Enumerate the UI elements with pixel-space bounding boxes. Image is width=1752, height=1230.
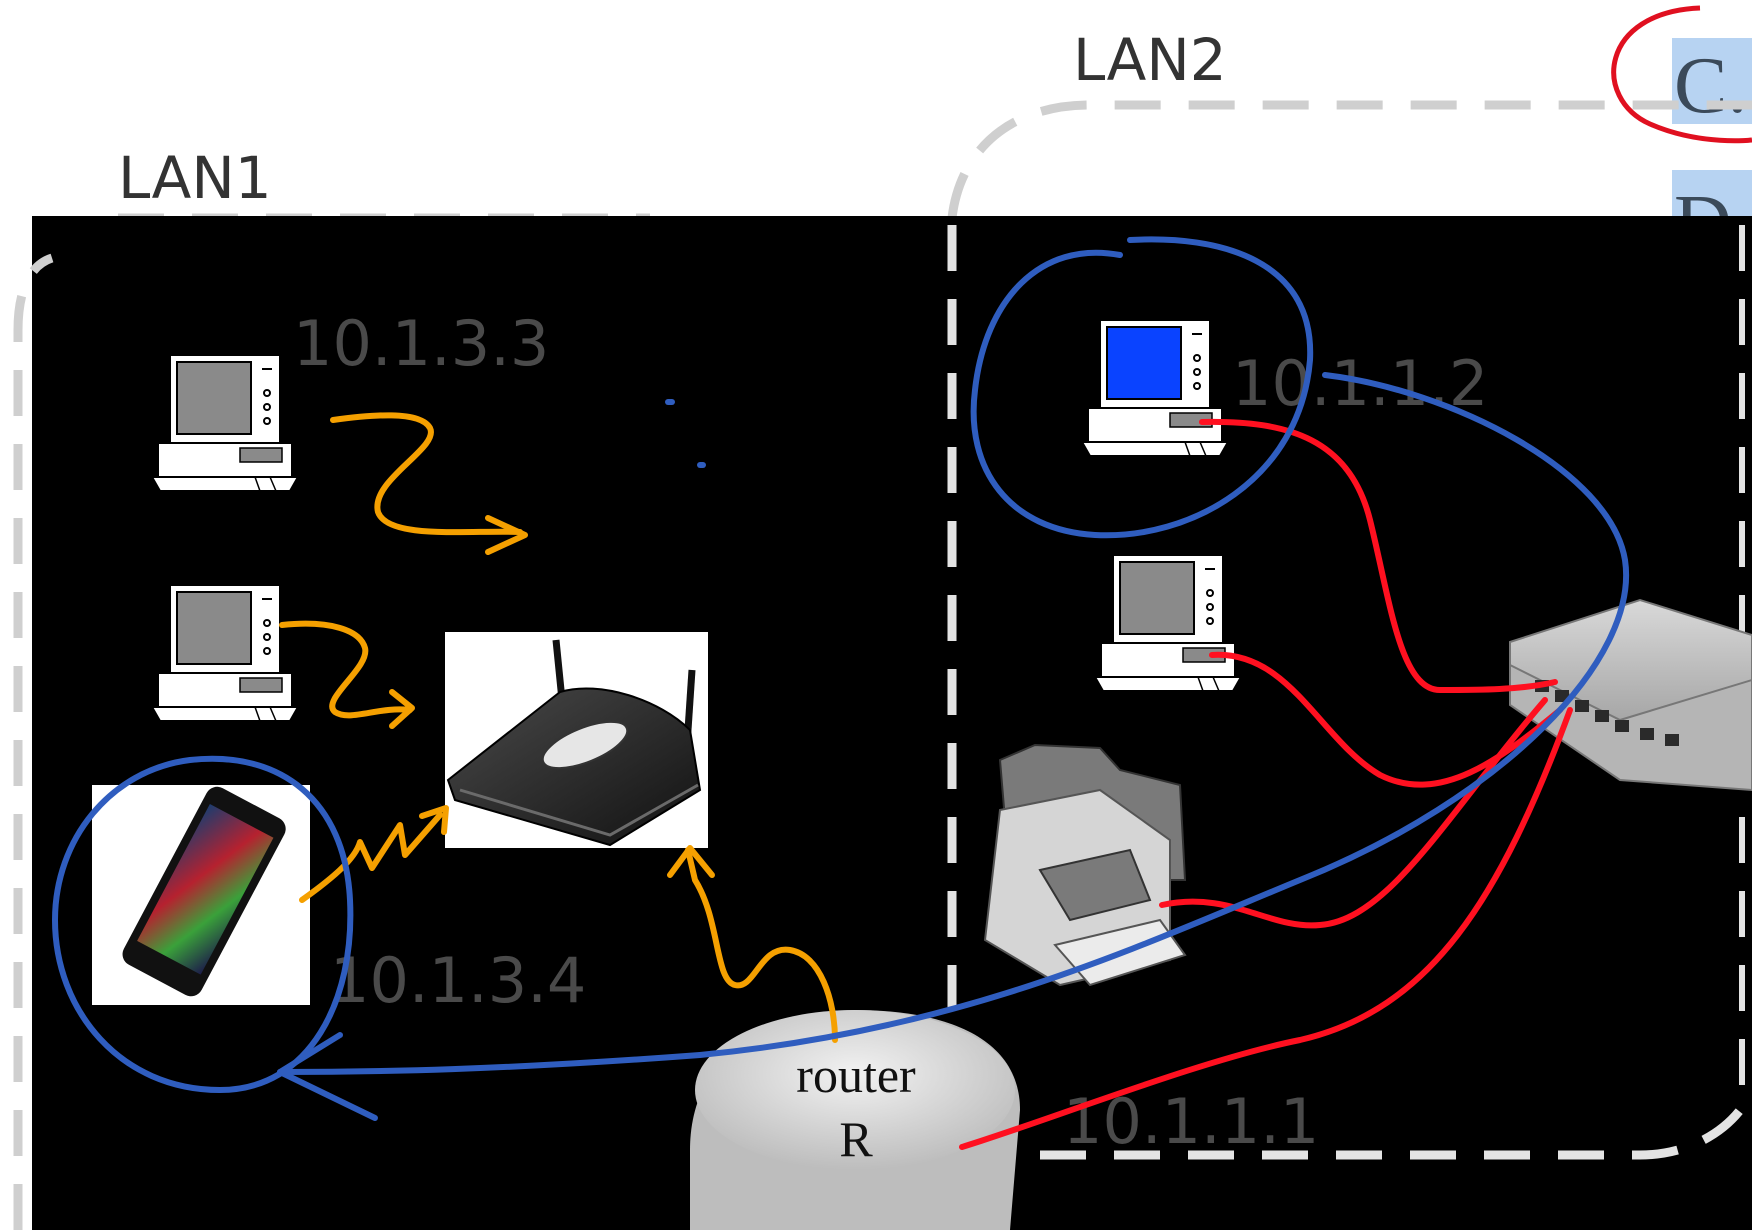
selected-screen	[1106, 326, 1182, 400]
lan2-boundary-bottom	[1040, 1088, 1752, 1160]
ip-address-label: 10.1.3.3	[293, 307, 549, 380]
arrowhead	[389, 689, 415, 729]
ip-address-label: 10.1.1.1	[1063, 1085, 1319, 1158]
text-highlight	[1672, 38, 1752, 124]
lan2-label: LAN2	[1073, 26, 1227, 94]
highlight-annotations	[52, 236, 1630, 1121]
wireless-link-arrow	[685, 847, 838, 1043]
router-icon	[690, 1010, 1020, 1230]
desktop-computer-icon	[1081, 319, 1229, 457]
desktop-computer-icon	[151, 584, 299, 722]
arrowhead	[419, 805, 449, 835]
wireless-access-point-icon	[445, 632, 708, 848]
blue-circle-annotation	[52, 755, 354, 1093]
router-label: router	[796, 1047, 916, 1103]
router-name: R	[839, 1111, 873, 1167]
wired-link	[1199, 418, 1558, 693]
response-path-arrow	[277, 372, 1630, 1075]
ip-address-label: 10.1.3.4	[330, 944, 586, 1017]
wireless-annotations	[279, 412, 838, 1043]
smartphone-icon	[92, 785, 310, 1005]
arrowhead	[485, 515, 528, 555]
wireless-link-arrow	[279, 620, 413, 719]
wired-link	[959, 707, 1573, 1150]
arrowhead	[667, 845, 715, 878]
wireless-link-arrow	[330, 412, 523, 536]
wired-annotations	[959, 418, 1573, 1150]
desktop-computer-icon	[1094, 554, 1242, 692]
blue-circle-annotation	[970, 236, 1314, 539]
lan1-boundary	[13, 253, 54, 1230]
printer-icon	[983, 743, 1187, 987]
lan1-label: LAN1	[118, 144, 272, 212]
slide-text-c: C.	[1674, 42, 1747, 130]
arrowhead	[277, 1032, 378, 1121]
desktop-computer-icon	[151, 354, 299, 492]
red-circle-annotation	[1611, 5, 1752, 144]
wireless-link-arrow	[299, 812, 443, 903]
lan2-boundary-top	[947, 100, 1752, 219]
